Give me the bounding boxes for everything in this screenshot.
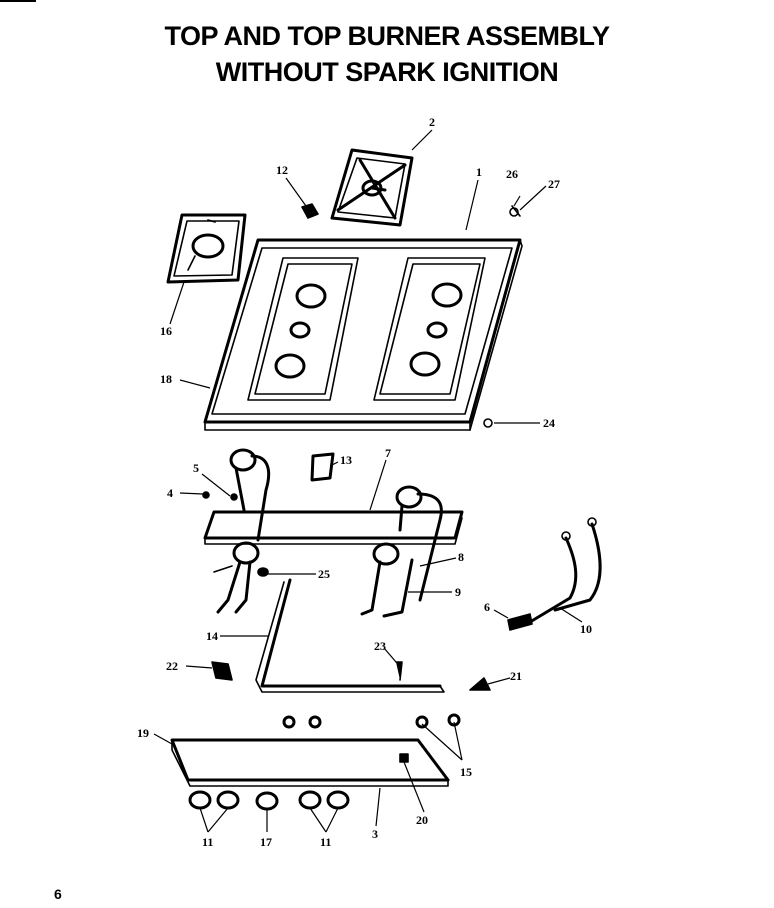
callout-5: 5: [193, 461, 199, 475]
control-knobs: [188, 790, 350, 811]
grommet-part-24: [483, 418, 493, 428]
corner-mark: [0, 0, 36, 2]
valve-part-13: [310, 452, 335, 482]
page-number: 6: [54, 886, 62, 902]
fitting-part-25: [257, 567, 269, 577]
callout-24: 24: [543, 416, 555, 430]
callout-7: 7: [385, 446, 391, 460]
callout-2: 2: [429, 115, 435, 129]
pilot-tubing: [507, 517, 602, 631]
orifice-part-5: [230, 493, 238, 501]
diagram-title-line-2: WITHOUT SPARK IGNITION: [215, 57, 559, 87]
burner-assembly: [203, 448, 464, 618]
callout-13: 13: [340, 453, 352, 467]
orifice-part-4: [202, 491, 210, 499]
callout-11-left: 11: [202, 835, 213, 849]
callout-17: 17: [260, 835, 272, 849]
callout-25: 25: [318, 567, 330, 581]
burner-valves: [282, 713, 461, 729]
callout-15: 15: [460, 765, 472, 779]
control-panel: [170, 738, 450, 787]
callout-6: 6: [484, 600, 490, 614]
cooktop-panel: [203, 238, 523, 431]
callout-18: 18: [160, 372, 172, 386]
bracket-part-21: [469, 677, 491, 691]
callout-3: 3: [372, 827, 378, 841]
callout-16: 16: [160, 324, 172, 338]
callout-8: 8: [458, 550, 464, 564]
burner-grate: [330, 148, 414, 227]
callout-10: 10: [580, 622, 592, 636]
callout-11-right: 11: [320, 835, 331, 849]
drip-pan: [166, 213, 247, 284]
callout-23: 23: [374, 639, 386, 653]
callout-27: 27: [548, 177, 560, 191]
callout-9: 9: [455, 585, 461, 599]
callout-labels: 1 2 3 4 5 6 7 8 9 10 11 11 12 13 14 15 1…: [137, 115, 592, 849]
leader-lines: [153, 129, 583, 833]
callout-14: 14: [206, 629, 218, 643]
screw-part-27: [511, 205, 521, 217]
clip-part-12: [301, 203, 319, 219]
callout-12: 12: [276, 163, 288, 177]
diagram-title-line-1: TOP AND TOP BURNER ASSEMBLY: [164, 21, 610, 51]
callout-21: 21: [510, 669, 522, 683]
callout-1: 1: [476, 165, 482, 179]
callout-26: 26: [506, 167, 518, 181]
callout-19: 19: [137, 726, 149, 740]
callout-4: 4: [167, 486, 173, 500]
callout-20: 20: [416, 813, 428, 827]
callout-22: 22: [166, 659, 178, 673]
gas-manifold-tube: [211, 578, 445, 693]
